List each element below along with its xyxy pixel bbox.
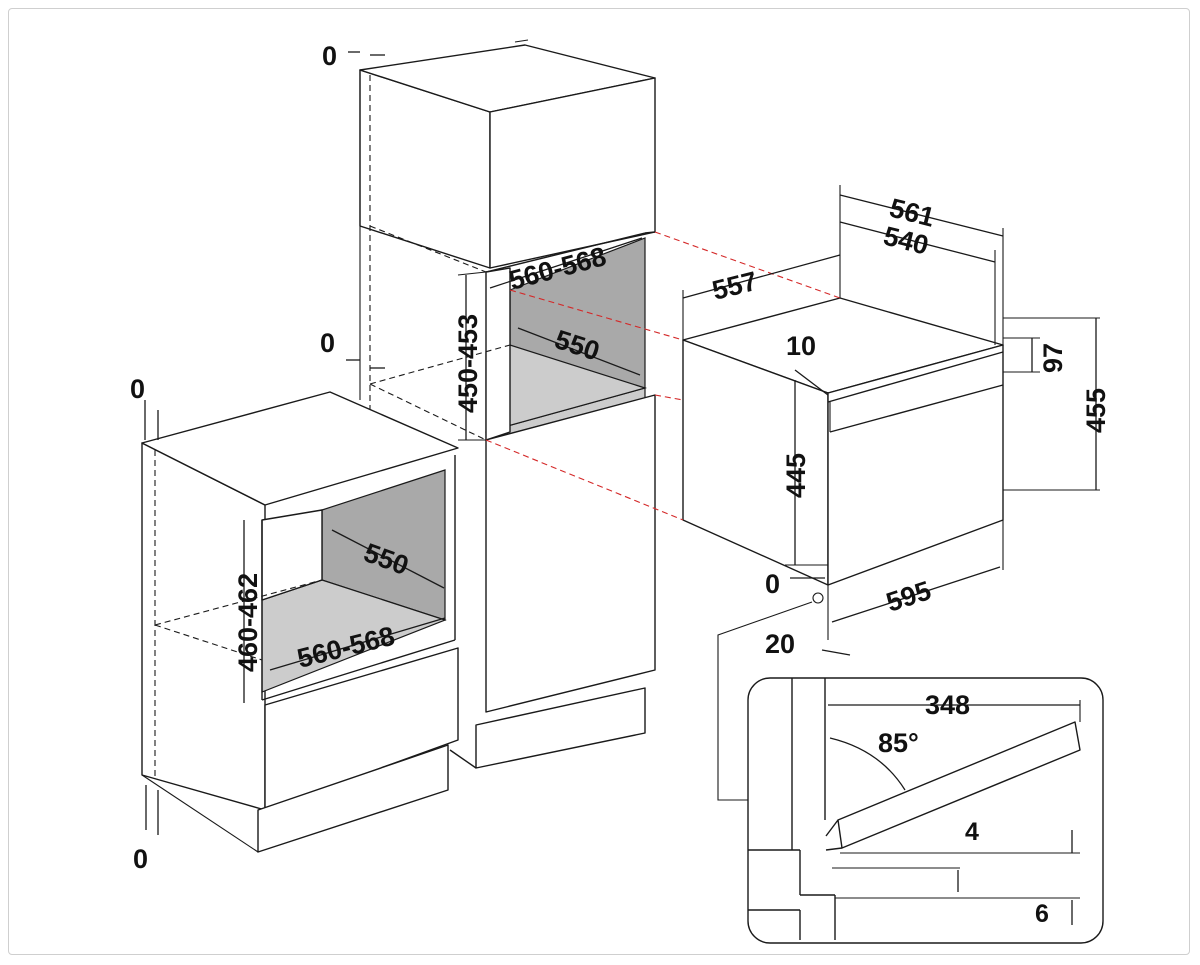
base-top (141, 391, 459, 506)
label-oven-offset: 10 (786, 331, 816, 361)
inset-door (837, 721, 1081, 849)
dimension-lines (144, 51, 1100, 835)
diagram-frame (8, 8, 1190, 955)
label-oven-total-height: 455 (1081, 388, 1111, 433)
tall-niche-left-wall (485, 267, 511, 441)
base-drawer (264, 647, 459, 811)
label-door-length: 348 (925, 690, 970, 720)
label-base-niche-height: 460-462 (233, 573, 263, 672)
label-upper-gap: 4 (965, 818, 979, 846)
label-tall-niche-height: 450-453 (453, 314, 483, 413)
label-lower-gap: 6 (1035, 900, 1049, 928)
tall-plinth (475, 687, 646, 769)
label-base-top-gap: 0 (130, 374, 145, 404)
door-detail-inset (747, 677, 1104, 944)
base-cabinet (141, 391, 459, 853)
label-tall-mid-gap: 0 (320, 328, 335, 358)
tall-lower-front (485, 394, 656, 713)
label-oven-bottom-gap: 0 (765, 569, 780, 599)
tall-cabinet (359, 39, 656, 769)
label-oven-panel-height: 97 (1038, 343, 1068, 373)
label-tall-top-gap: 0 (322, 41, 337, 71)
base-plinth (257, 744, 449, 853)
label-door-angle: 85° (878, 728, 919, 758)
label-oven-front-width: 595 (883, 575, 935, 617)
label-oven-depth: 557 (709, 266, 760, 306)
tall-upper-side (489, 77, 656, 269)
label-oven-front-depth: 20 (765, 629, 795, 659)
alignment-lines (485, 231, 841, 521)
oven (682, 297, 1004, 586)
label-base-bottom-gap: 0 (133, 844, 148, 874)
label-oven-body-height: 445 (781, 453, 811, 498)
